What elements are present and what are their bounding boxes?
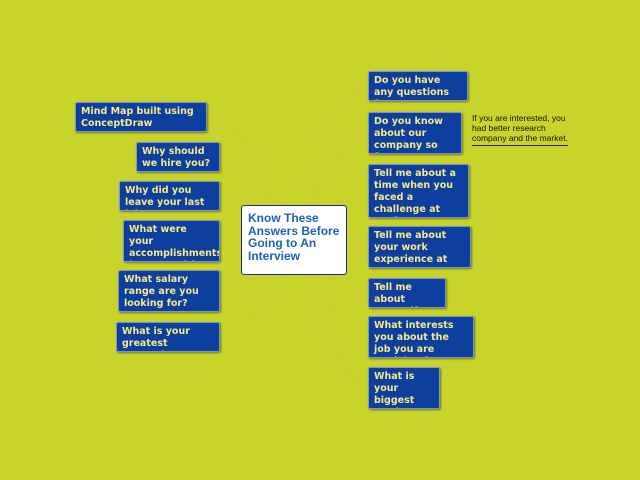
topic-work-experience[interactable]: Tell me about your work experience at __…	[368, 226, 471, 268]
note-research-company[interactable]: If you are interested, you had better re…	[472, 113, 568, 146]
topic-know-about-company[interactable]: Do you know about our company so far?	[368, 112, 462, 154]
topic-why-should-we-hire-you[interactable]: Why should we hire you?	[136, 142, 220, 172]
connector-note	[461, 139, 473, 153]
topic-salary-range[interactable]: What salary range are you looking for?	[118, 270, 220, 312]
central-topic[interactable]: Know These Answers Before Going to An In…	[241, 205, 347, 275]
topic-greatest-strength[interactable]: What is your greatest strength?	[116, 322, 220, 352]
topic-why-did-you-leave[interactable]: Why did you leave your last job?	[119, 181, 220, 211]
topic-mind-map-built-using[interactable]: Mind Map built using ConceptDraw MINDMAP	[75, 102, 207, 132]
topic-faced-a-challenge[interactable]: Tell me about a time when you faced a ch…	[368, 164, 469, 218]
topic-biggest-weakness[interactable]: What is your biggest weakness?	[368, 367, 440, 409]
topic-questions-for-me[interactable]: Do you have any questions for me?	[368, 71, 468, 101]
topic-tell-me-about-yourself[interactable]: Tell me about yourself.	[368, 278, 446, 308]
topic-interests-you[interactable]: What interests you about the job you are…	[368, 316, 474, 358]
topic-accomplishments[interactable]: What were your accomplishments in ____ p…	[123, 220, 220, 262]
